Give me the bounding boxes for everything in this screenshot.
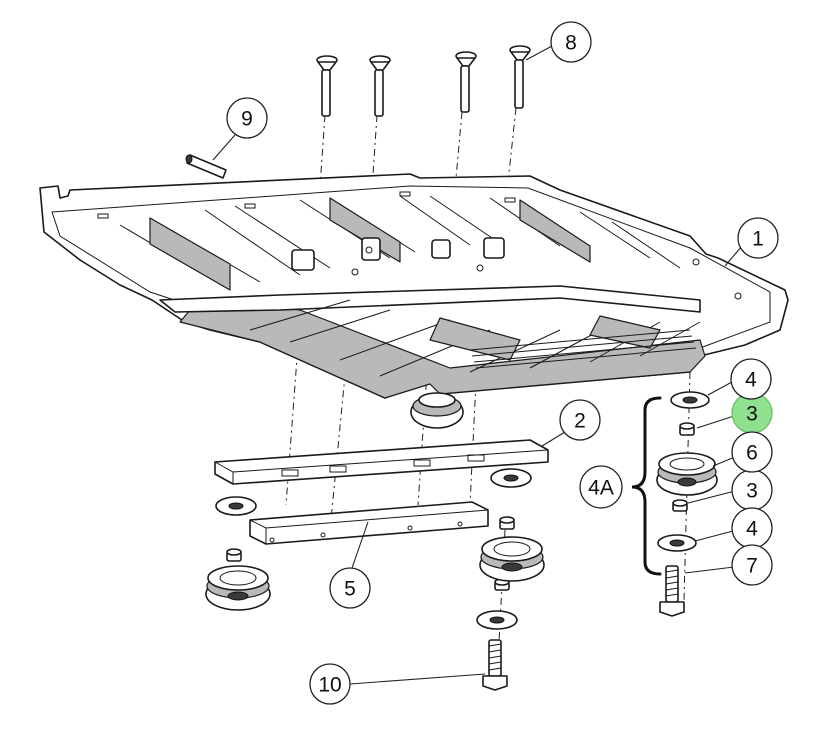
callout-10-label: 10	[318, 674, 341, 697]
callout-3-label: 3	[746, 480, 758, 503]
callout-7: 7	[731, 544, 773, 586]
callout-7-label: 7	[746, 555, 758, 578]
callout-4a-label: 4A	[588, 477, 614, 500]
callout-9-label: 9	[241, 108, 253, 131]
callout-4a: 4A	[579, 465, 623, 509]
callout-4-lower-label: 4	[746, 518, 758, 541]
callout-3-highlighted-label: 3	[746, 403, 758, 426]
callout-5: 5	[329, 567, 371, 609]
lower-rail-part	[249, 501, 489, 545]
assembly-4a-bracket	[631, 396, 662, 576]
callout-6-label: 6	[746, 442, 758, 465]
rollers-part	[205, 452, 718, 611]
callout-1-label: 1	[752, 228, 764, 251]
callout-8: 8	[550, 21, 592, 63]
callout-1: 1	[737, 217, 779, 259]
callout-2-label: 2	[574, 410, 586, 433]
callout-4-upper: 4	[730, 358, 772, 400]
washers-part	[215, 391, 710, 630]
callout-10: 10	[309, 663, 351, 705]
main-plate-part	[39, 173, 789, 429]
screws-part	[316, 45, 531, 117]
hex-bolt-part-7	[659, 565, 685, 617]
hex-bolt-part-10	[482, 639, 508, 691]
callout-8-label: 8	[565, 32, 577, 55]
callout-5-label: 5	[344, 578, 356, 601]
leader-lines	[212, 45, 743, 685]
callout-3: 3	[731, 469, 773, 511]
upper-rail-part	[214, 439, 549, 485]
callout-4-lower: 4	[731, 507, 773, 549]
pin-part	[185, 154, 227, 179]
callout-6: 6	[731, 431, 773, 473]
callout-2: 2	[559, 399, 601, 441]
callout-4-upper-label: 4	[745, 369, 757, 392]
spacers-part	[226, 422, 695, 591]
callout-9: 9	[226, 97, 268, 139]
